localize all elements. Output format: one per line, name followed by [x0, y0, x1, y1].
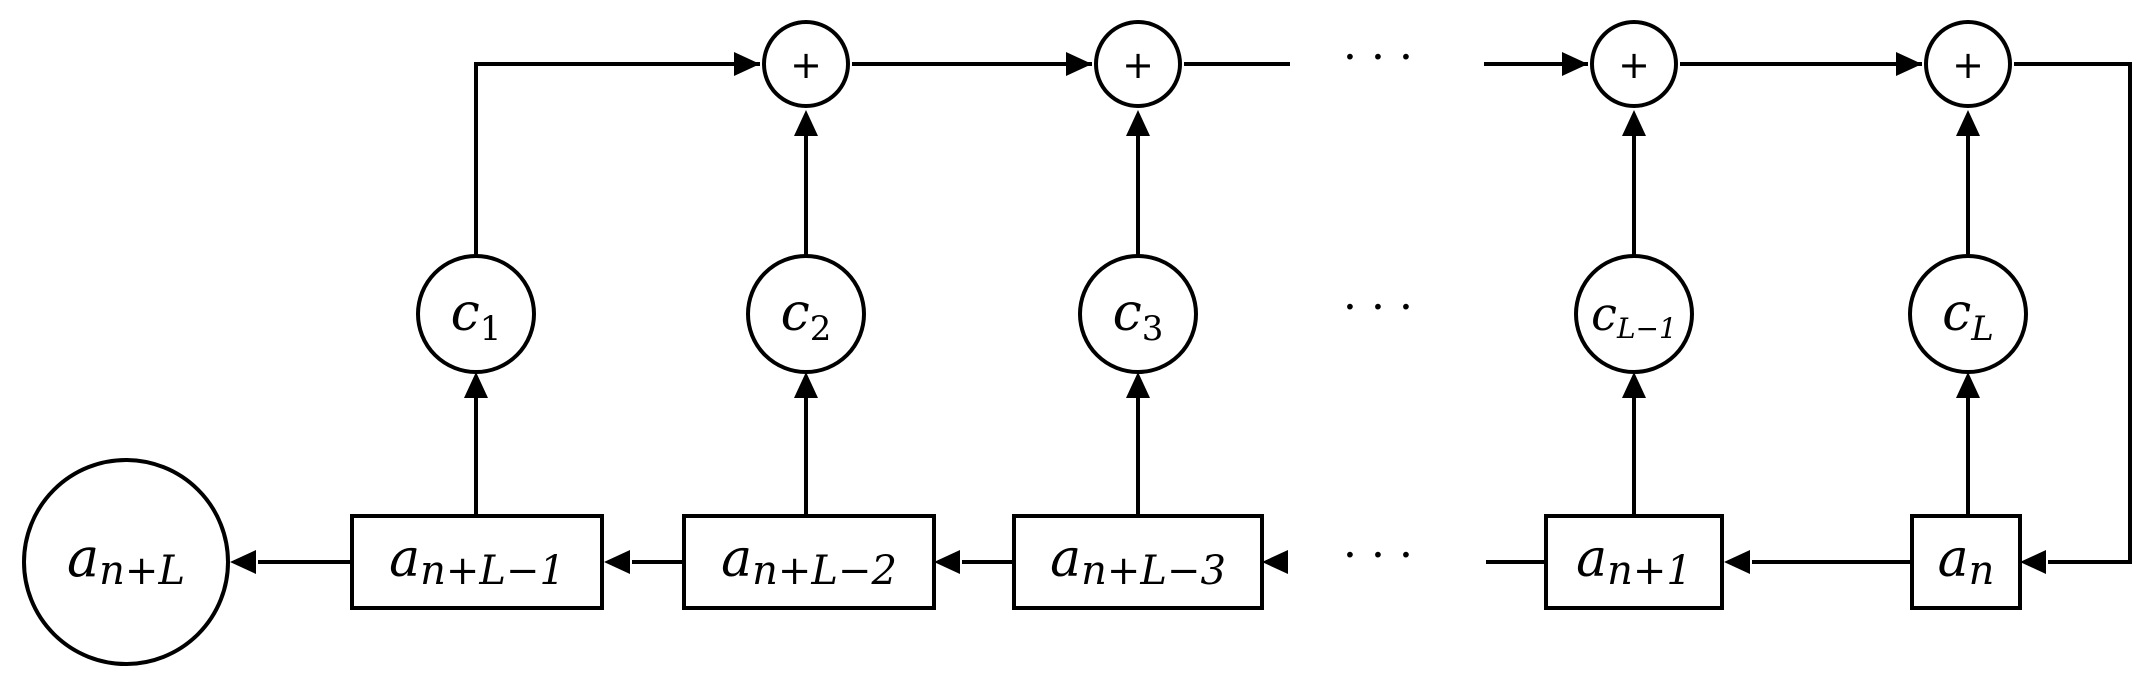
- svg-text:an+L−3: an+L−3: [1050, 529, 1226, 594]
- svg-text:an+L−1: an+L−1: [389, 529, 565, 594]
- arrowhead-adder-2-up: [1126, 110, 1150, 136]
- arrowhead-reg-3-in: [1262, 550, 1288, 574]
- arrowhead-c4-in: [1622, 372, 1646, 398]
- coefficient-c1-sub: 1: [480, 309, 502, 349]
- adder-3: +: [1590, 20, 1678, 108]
- register-4-sub: n+1: [1607, 548, 1692, 594]
- c1-to-adder-1-wire: [474, 62, 760, 256]
- arrowhead-adder-l-in: [1896, 52, 1922, 76]
- coefficient-c-l-minus-1-base: c: [1591, 287, 1617, 341]
- adder-1-symbol: +: [790, 43, 822, 87]
- arrowhead-adder-3-up: [1622, 110, 1646, 136]
- arrowhead-output-in: [230, 550, 256, 574]
- register-2: an+L−2: [682, 514, 936, 610]
- coefficient-c3-base: c: [1113, 283, 1142, 343]
- coefficient-c1-base: c: [451, 283, 480, 343]
- register-2-base: a: [721, 529, 752, 589]
- coefficient-c-l-minus-1-sub: L−1: [1616, 312, 1677, 345]
- coefficient-c2-sub: 2: [810, 309, 832, 349]
- arrowhead-adder-1-in: [734, 52, 760, 76]
- ellipsis-bottom: · · ·: [1343, 530, 1413, 581]
- register-5: an: [1910, 514, 2022, 610]
- arrowhead-register-an-in: [2020, 550, 2046, 574]
- adder-1: +: [762, 20, 850, 108]
- coefficient-c-l-sub: L: [1970, 309, 1994, 349]
- svg-text:c2: c2: [781, 283, 832, 349]
- coefficient-c-l: cL: [1908, 254, 2028, 374]
- arrowhead-adder-4-up: [1956, 110, 1980, 136]
- arrowhead-reg-1-in: [604, 550, 630, 574]
- svg-text:an+L−2: an+L−2: [721, 529, 897, 594]
- arrowhead-reg-2-in: [934, 550, 960, 574]
- svg-text:cL: cL: [1942, 283, 1994, 349]
- coefficient-c-l-base: c: [1942, 283, 1971, 343]
- arrowhead-c3-in: [1126, 372, 1150, 398]
- svg-text:an+L: an+L: [67, 526, 185, 594]
- adder-4-symbol: +: [1952, 43, 1984, 87]
- coefficient-c1: c1: [416, 254, 536, 374]
- register-3-base: a: [1050, 529, 1081, 589]
- adder-2-symbol: +: [1122, 43, 1154, 87]
- coefficient-c3: c3: [1078, 254, 1198, 374]
- register-3: an+L−3: [1012, 514, 1264, 610]
- register-1: an+L−1: [350, 514, 604, 610]
- arrowhead-adder-l-1-in: [1562, 52, 1588, 76]
- output-base: a: [67, 526, 99, 589]
- output-sub: n+L: [99, 548, 185, 594]
- arrowhead-adder-1-up: [794, 110, 818, 136]
- arrowhead-adder-2-in: [1066, 52, 1092, 76]
- adder-3-symbol: +: [1618, 43, 1650, 87]
- register-4-base: a: [1576, 529, 1607, 589]
- output-node: an+L: [22, 458, 230, 666]
- ellipsis-middle: · · ·: [1343, 282, 1413, 333]
- register-3-sub: n+L−3: [1081, 548, 1226, 594]
- svg-text:c3: c3: [1113, 283, 1164, 349]
- ellipsis-top: · · ·: [1343, 32, 1413, 83]
- feedback-wire: [2014, 62, 2132, 564]
- svg-text:an: an: [1938, 529, 1995, 594]
- coefficient-c-l-minus-1: cL−1: [1574, 254, 1694, 374]
- register-4: an+1: [1544, 514, 1724, 610]
- svg-text:an+1: an+1: [1576, 529, 1692, 594]
- adder-4: +: [1924, 20, 2012, 108]
- register-5-base: a: [1938, 529, 1969, 589]
- svg-text:c1: c1: [451, 283, 502, 349]
- coefficient-c3-sub: 3: [1142, 309, 1164, 349]
- svg-text:cL−1: cL−1: [1591, 287, 1677, 345]
- arrowhead-reg-4-in: [1724, 550, 1750, 574]
- arrowhead-c2-in: [794, 372, 818, 398]
- register-2-sub: n+L−2: [752, 548, 897, 594]
- adder-2: +: [1094, 20, 1182, 108]
- arrowhead-c5-in: [1956, 372, 1980, 398]
- coefficient-c2: c2: [746, 254, 866, 374]
- register-1-sub: n+L−1: [420, 548, 565, 594]
- register-1-base: a: [389, 529, 420, 589]
- coefficient-c2-base: c: [781, 283, 810, 343]
- register-5-sub: n: [1969, 548, 1995, 594]
- arrowhead-c1-in: [464, 372, 488, 398]
